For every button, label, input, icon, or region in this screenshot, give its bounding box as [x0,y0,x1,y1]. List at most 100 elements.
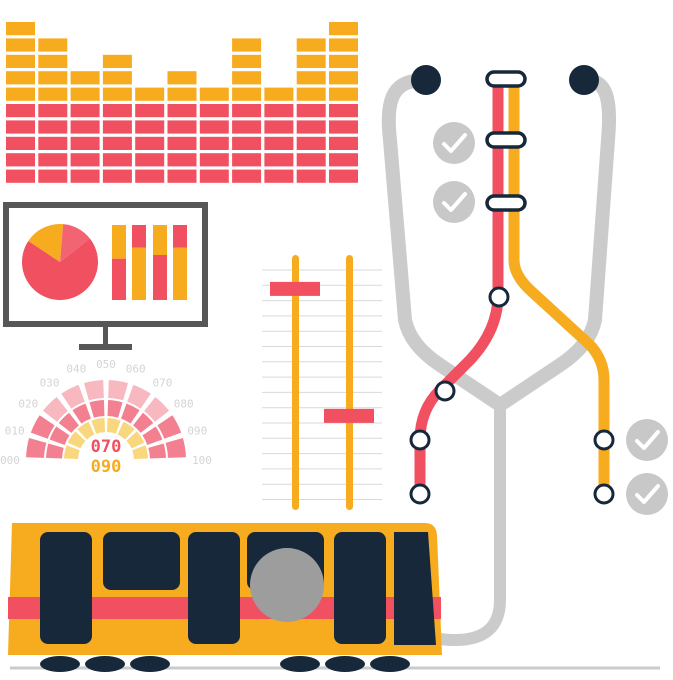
equalizer-block [167,169,197,183]
gauge-segment [127,384,151,409]
gauge-segment [126,431,145,449]
equalizer-block [167,71,197,85]
gauge-segment [165,437,186,458]
equalizer-block [70,71,100,85]
check-marks [433,122,668,515]
equalizer-block [102,120,132,134]
monitor-pie-chart [21,224,99,300]
check-circle-icon [626,419,668,461]
equalizer-block [135,136,165,150]
equalizer-block [329,153,358,167]
equalizer-block [38,136,68,150]
gauge-segment [49,426,70,445]
gauge-readout-bottom: 090 [91,457,122,477]
equalizer-block [329,136,358,150]
equalizer-block [6,104,35,118]
gauge-segment [108,380,129,401]
equalizer-block [38,38,68,52]
equalizer-block [6,22,35,36]
monitor-neck [103,324,108,346]
equalizer-block [167,120,197,134]
monitor-bar-segment [112,258,126,300]
gauge-arcs [26,380,186,460]
fader-track-right [346,255,353,510]
equalizer-block [38,71,68,85]
equalizer-block [70,120,100,134]
mixer-faders [262,255,382,510]
equalizer-block [329,104,358,118]
equalizer-block [135,87,165,101]
equalizer-block [38,120,68,134]
earpiece-left [411,65,441,95]
monitor-bar-segment [173,247,187,300]
equalizer-block [232,169,262,183]
equalizer-block [264,104,294,118]
fader-knob-right[interactable] [324,408,374,423]
gauge-segment [144,396,170,422]
equalizer-block [135,104,165,118]
gauge-tick-label: 050 [96,358,116,371]
equalizer-block [199,169,229,183]
equalizer-block [38,153,68,167]
station-stop [488,286,510,308]
check-circle-icon [433,122,475,164]
equalizer-block [296,153,326,167]
equalizer-block [135,120,165,134]
equalizer-block [296,136,326,150]
equalizer-chart [6,22,358,183]
monitor-bar-segment [132,247,146,300]
equalizer-block [167,136,197,150]
pie-slice [60,224,90,262]
equalizer-block [232,120,262,134]
station-stop [593,483,615,505]
gauge-tick-label: 060 [126,363,146,376]
fader-track-left [292,255,299,510]
monitor-bar-segment [132,225,146,248]
equalizer-block [296,38,326,52]
equalizer-block [6,71,35,85]
fader-grid-lines [262,269,382,500]
equalizer-block [232,71,262,85]
equalizer-block [264,120,294,134]
equalizer-block [102,153,132,167]
gauge-tick-label: 020 [18,398,38,411]
equalizer-block [6,120,35,134]
equalizer-block [329,169,358,183]
equalizer-block [329,22,358,36]
station-pill-2 [485,131,527,149]
fader-knob-left[interactable] [270,281,320,296]
equalizer-block [232,54,262,68]
gauge-segment [89,400,105,418]
tram-door-1 [40,532,92,644]
earpiece-right [569,65,599,95]
gauge-segment [58,412,79,433]
equalizer-block [232,153,262,167]
equalizer-block [6,38,35,52]
gauge-segment [133,412,154,433]
gauge-segment [26,437,47,458]
gauge-segment [106,418,121,434]
gauge-readout-top: 070 [91,437,122,457]
gauge-tick-label: 090 [187,424,207,437]
gauge-segment [148,443,166,459]
equalizer-block [102,71,132,85]
check-circle-icon [433,181,475,223]
gauge-segment [142,426,163,445]
equalizer-block [329,120,358,134]
monitor-icon [3,202,208,350]
gauge-segment [61,384,85,409]
pie-slice [21,238,99,300]
equalizer-block [329,54,358,68]
equalizer-block [296,104,326,118]
equalizer-block [135,169,165,183]
equalizer-block [102,169,132,183]
tram-door-3 [334,532,386,644]
monitor-bar-segment [112,225,126,259]
equalizer-block [329,71,358,85]
gauge-segment [30,415,55,439]
gauge-segment [46,443,64,459]
equalizer-block [135,153,165,167]
equalizer-block [329,87,358,101]
equalizer-block [167,87,197,101]
